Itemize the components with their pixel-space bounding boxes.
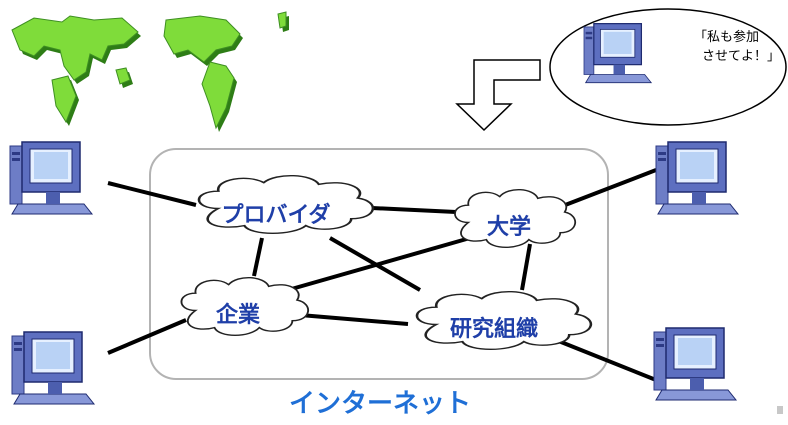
- computer-icon: [653, 327, 737, 401]
- cloud-label-provider: プロバイダ: [221, 202, 330, 228]
- computer-icon: [655, 141, 739, 215]
- computer-icon: [11, 331, 95, 405]
- down-arrow-icon: [455, 59, 541, 132]
- speech-line-2: させてよ！」: [702, 49, 780, 64]
- cloud-label-company: 企業: [215, 302, 261, 328]
- speech-line-1: 「私も参加: [694, 29, 759, 45]
- world-map-icon: [11, 11, 289, 132]
- cloud-provider: プロバイダ: [197, 174, 375, 235]
- cloud-label-university: 大学: [487, 214, 531, 240]
- cloud-research: 研究組織: [415, 290, 593, 351]
- network-links: [107, 168, 657, 382]
- cloud-university: 大学: [454, 188, 577, 249]
- computer-icon: [9, 141, 93, 215]
- internet-label: インターネット: [289, 389, 471, 419]
- speech-bubble: 「私も参加 させてよ！」: [549, 8, 787, 126]
- cloud-company: 企業: [180, 276, 310, 337]
- cloud-label-research: 研究組織: [450, 316, 538, 342]
- corner-mark: [777, 406, 783, 414]
- internet-frame: [149, 148, 609, 380]
